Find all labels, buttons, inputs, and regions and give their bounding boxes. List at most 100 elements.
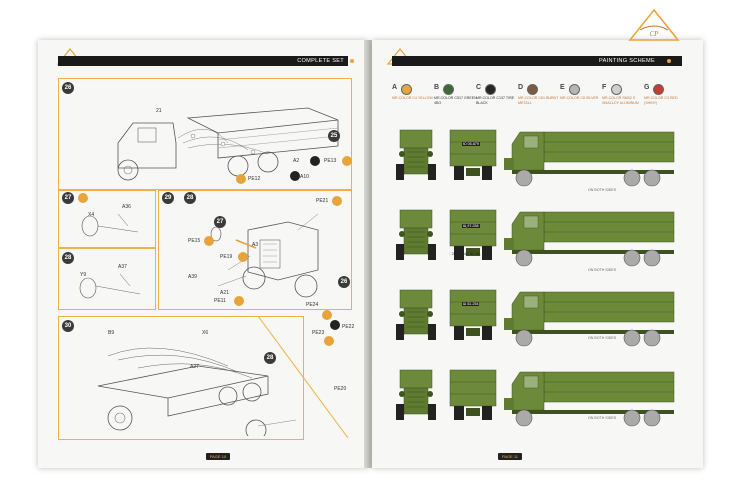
swatch-letter: G bbox=[644, 84, 650, 91]
painting-scheme-figures bbox=[395, 129, 675, 427]
swatch-label: MR.COLOR C137 TIRE BLACK bbox=[476, 96, 515, 105]
swatch-color bbox=[485, 84, 496, 95]
paint-swatch: F MR.COLOR SM02 S SMALLOY ALUMINUM bbox=[602, 84, 648, 114]
swatch-letter: D bbox=[518, 84, 524, 91]
swatch-label: MR.COLOR C61 BURNT METALL bbox=[518, 96, 559, 105]
step-28-diagram bbox=[79, 273, 141, 299]
part-label: 21 bbox=[156, 108, 162, 114]
paint-swatch-row: A MR.COLOR C4 YELLOW B MR.COLOR C517 GRE… bbox=[392, 84, 682, 114]
etch-part-icon bbox=[238, 252, 248, 262]
paint-swatch: B MR.COLOR C517 GREEN 4BO bbox=[434, 84, 480, 114]
step-30-badge: 30 bbox=[62, 320, 74, 332]
header-title: PAINTING SCHEME bbox=[599, 58, 655, 64]
step-29-frame bbox=[158, 190, 352, 310]
question-icon bbox=[290, 171, 300, 181]
svg-text:CP: CP bbox=[650, 30, 660, 38]
left-page: CP COMPLETE SET 26 bbox=[38, 40, 368, 468]
etch-part-icon bbox=[78, 193, 88, 203]
paint-swatch: D MR.COLOR C61 BURNT METALL bbox=[518, 84, 564, 114]
part-label: A21 bbox=[220, 290, 229, 296]
swatch-letter: C bbox=[476, 84, 482, 91]
step-27-diagram bbox=[81, 213, 139, 237]
swatch-color bbox=[653, 84, 664, 95]
swatch-color bbox=[443, 84, 454, 95]
paint-swatch: C MR.COLOR C137 TIRE BLACK bbox=[476, 84, 522, 114]
paint-swatch: G MR.COLOR C3 RED (SHINY) bbox=[644, 84, 682, 114]
etch-part-icon bbox=[204, 236, 214, 246]
swatch-color bbox=[611, 84, 622, 95]
step-25-badge: 25 bbox=[328, 130, 340, 142]
header-dot bbox=[667, 59, 671, 63]
paint-swatch: E MR.COLOR C8 SILVER bbox=[560, 84, 606, 114]
swatch-letter: B bbox=[434, 84, 440, 91]
swatch-label: MR.COLOR C8 SILVER bbox=[560, 96, 599, 100]
step-30-frame-diagonal bbox=[258, 315, 349, 438]
swatch-letter: F bbox=[602, 84, 607, 91]
page-number: PAGE 10 bbox=[206, 453, 230, 460]
right-page: CP PAINTING SCHEME A MR.COLOR C4 YELLOW … bbox=[372, 40, 703, 468]
step-30-diagram bbox=[97, 347, 297, 436]
part-label: PE15 bbox=[188, 238, 201, 244]
swatch-label: MR.COLOR C517 GREEN 4BO bbox=[434, 96, 477, 105]
swatch-label: MR.COLOR C4 YELLOW bbox=[392, 96, 433, 100]
decal-number-list: 21, 31, 41, 51, 61, 71, 81 bbox=[452, 252, 492, 256]
swatch-color bbox=[569, 84, 580, 95]
part-label: A10 bbox=[300, 174, 309, 180]
part-label: PE19 bbox=[220, 254, 233, 260]
part-label: PE21 bbox=[316, 198, 329, 204]
step-26-diagram bbox=[117, 107, 339, 181]
step-28-ref-badge: 28 bbox=[264, 352, 276, 364]
part-label: B9 bbox=[108, 330, 115, 336]
paint-swatch: A MR.COLOR C4 YELLOW bbox=[392, 84, 438, 114]
question-icon bbox=[330, 320, 340, 330]
manual-spread: CP COMPLETE SET 26 bbox=[38, 40, 703, 468]
plate-number: Ю 05-879 bbox=[462, 142, 480, 146]
header-bar bbox=[392, 56, 682, 66]
step-27-frame bbox=[58, 190, 156, 248]
part-label: X4 bbox=[88, 212, 95, 218]
step-26-ref-badge: 26 bbox=[338, 276, 350, 288]
step-28-badge: 28 bbox=[62, 252, 74, 264]
swatch-color bbox=[401, 84, 412, 95]
part-label: X6 bbox=[202, 330, 209, 336]
etch-part-icon bbox=[322, 310, 332, 320]
swatch-label: MR.COLOR C3 RED (SHINY) bbox=[644, 96, 678, 105]
part-label: Y9 bbox=[80, 272, 87, 278]
swatch-color bbox=[527, 84, 538, 95]
part-label: A27 bbox=[190, 364, 199, 370]
plate-number: Щ 97-258 bbox=[462, 224, 480, 228]
step-27-badge: 27 bbox=[62, 192, 74, 204]
swatch-letter: E bbox=[560, 84, 565, 91]
etch-part-icon bbox=[332, 196, 342, 206]
step-29-badge: 29 bbox=[162, 192, 174, 204]
part-label: PE13 bbox=[324, 158, 337, 164]
step-29-diagram bbox=[210, 213, 319, 298]
both-sides-note: ON BOTH SIDES bbox=[588, 188, 617, 192]
etch-part-icon bbox=[236, 174, 246, 184]
step-26-frame bbox=[58, 78, 352, 190]
part-label: A37 bbox=[118, 264, 127, 270]
part-label: A39 bbox=[188, 274, 197, 280]
both-sides-note: ON BOTH SIDES bbox=[588, 268, 617, 272]
etch-part-icon bbox=[342, 156, 352, 166]
clear-prop-corner-logo: CP bbox=[628, 8, 680, 41]
question-icon bbox=[310, 156, 320, 166]
step-27-ref-badge: 27 bbox=[214, 216, 226, 228]
both-sides-note: ON BOTH SIDES bbox=[588, 336, 617, 340]
part-label: PE22 bbox=[342, 324, 355, 330]
etch-part-icon bbox=[234, 296, 244, 306]
part-label: PE20 bbox=[334, 386, 347, 392]
header-title: COMPLETE SET bbox=[297, 58, 344, 64]
part-label: A36 bbox=[122, 204, 131, 210]
step-26-badge: 26 bbox=[62, 82, 74, 94]
part-label: PE11 bbox=[214, 298, 226, 304]
part-label: A2 bbox=[293, 158, 300, 164]
page-number: PAGE 11 bbox=[498, 453, 522, 460]
header-dot bbox=[350, 59, 354, 63]
swatch-letter: A bbox=[392, 84, 398, 91]
part-label: PE24 bbox=[306, 302, 319, 308]
part-label: A3 bbox=[252, 242, 259, 248]
step-28-frame bbox=[58, 248, 156, 310]
swatch-label: MR.COLOR SM02 S SMALLOY ALUMINUM bbox=[602, 96, 639, 105]
plate-number: Ш 52-254 bbox=[462, 302, 480, 306]
